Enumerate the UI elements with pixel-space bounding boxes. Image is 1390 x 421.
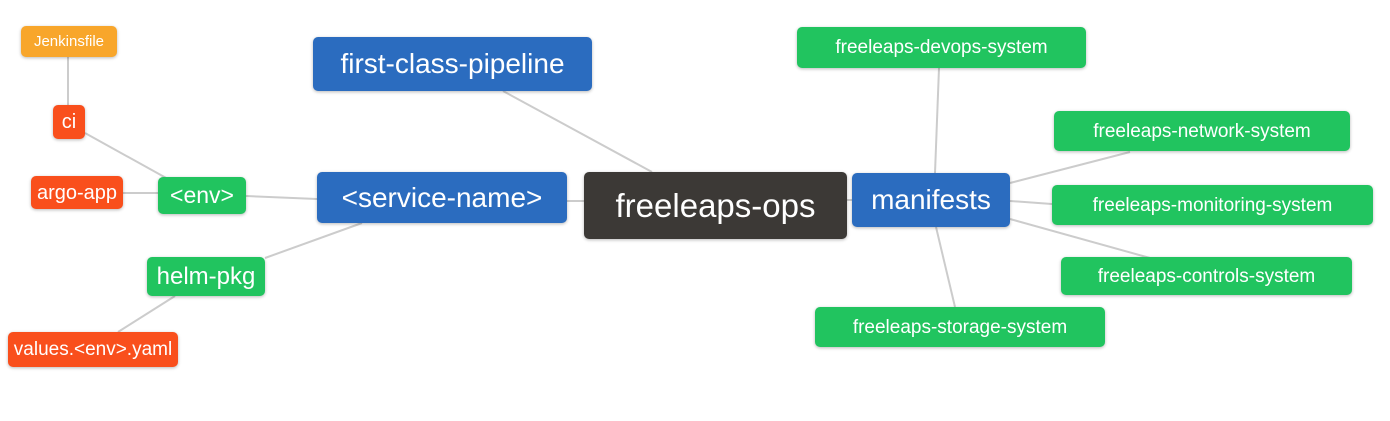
node-label: freeleaps-ops [615,187,816,224]
node-service-name[interactable]: <service-name> [317,172,567,223]
edge-manifests-storage [935,226,956,308]
node-label: freeleaps-storage-system [852,316,1068,338]
node-first-class-pipeline[interactable]: first-class-pipeline [313,37,592,91]
node-label: helm-pkg [156,262,256,290]
node-values-env-yaml[interactable]: values.<env>.yaml [8,332,178,367]
node-label: <service-name> [341,181,543,213]
node-ci[interactable]: ci [53,105,85,139]
node-jenkinsfile[interactable]: Jenkinsfile [21,26,117,57]
node-freeleaps-storage-system[interactable]: freeleaps-storage-system [815,307,1105,347]
edge-manifests-network [1009,151,1131,184]
edge-helm-pkg-values [117,295,176,333]
node-label: manifests [871,184,991,215]
node-label: freeleaps-network-system [1093,120,1311,142]
edge-manifests-devops [934,67,940,174]
node-label: freeleaps-devops-system [835,37,1048,58]
node-label: ci [61,111,77,133]
node-label: values.<env>.yaml [13,339,173,360]
node-freeleaps-monitoring-system[interactable]: freeleaps-monitoring-system [1052,185,1373,225]
node-label: <env> [170,182,234,208]
node-label: argo-app [36,181,118,204]
node-label: first-class-pipeline [340,48,565,79]
edge-service-name-helm-pkg [264,222,363,259]
node-manifests[interactable]: manifests [852,173,1010,227]
edge-ci-env [84,132,169,180]
node-helm-pkg[interactable]: helm-pkg [147,257,265,296]
edge-env-service-name [245,195,318,200]
node-env[interactable]: <env> [158,177,246,214]
node-label: freeleaps-controls-system [1097,265,1316,287]
node-freeleaps-devops-system[interactable]: freeleaps-devops-system [797,27,1086,68]
node-label: freeleaps-monitoring-system [1092,194,1333,216]
node-label: Jenkinsfile [33,33,105,50]
edge-manifests-monitoring [1009,200,1053,205]
node-freeleaps-ops[interactable]: freeleaps-ops [584,172,847,239]
node-freeleaps-controls-system[interactable]: freeleaps-controls-system [1061,257,1352,295]
edge-pipeline-ops [502,90,653,173]
node-argo-app[interactable]: argo-app [31,176,123,209]
node-freeleaps-network-system[interactable]: freeleaps-network-system [1054,111,1350,151]
